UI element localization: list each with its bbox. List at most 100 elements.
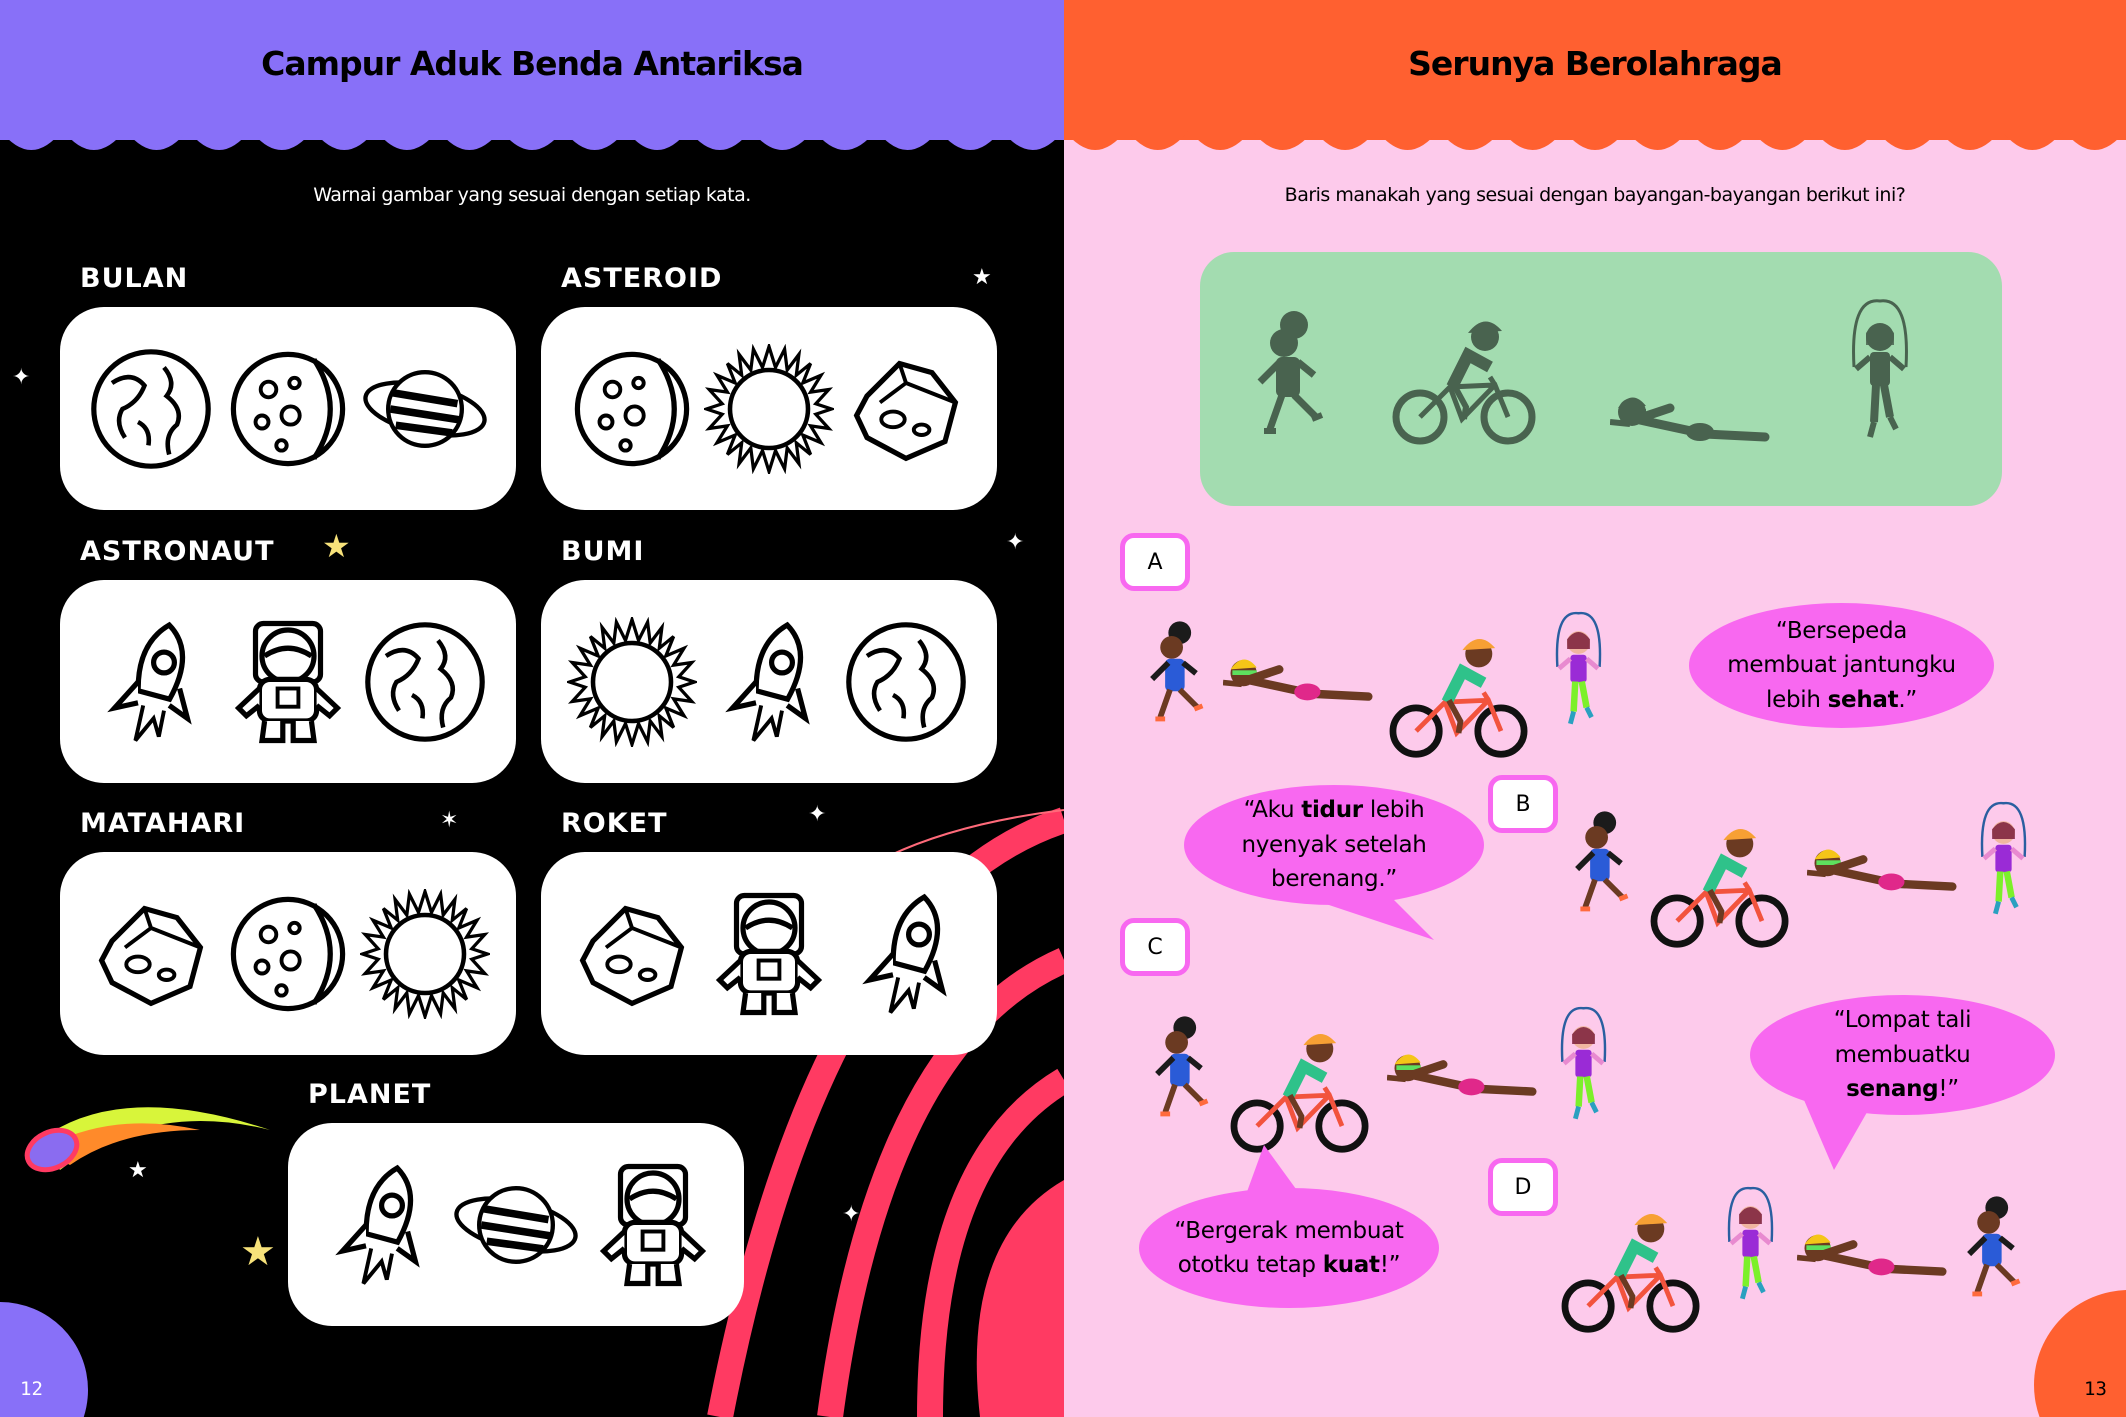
bubble-text: “Aku: [1243, 797, 1302, 824]
bubble-text: “Bergerak membuat ototku tetap: [1174, 1217, 1404, 1279]
word-label-astronaut: ASTRONAUT: [80, 536, 275, 567]
speech-bubble: “Bergerak membuat ototku tetap kuat!”: [1139, 1188, 1439, 1308]
cyclist-figure: [1228, 1020, 1373, 1155]
question-text: Baris manakah yang sesuai dengan bayanga…: [1284, 184, 1906, 206]
astronaut-icon[interactable]: [704, 889, 834, 1019]
picture-card: [541, 307, 997, 510]
astronaut-icon[interactable]: [588, 1160, 718, 1290]
swimmer-figure: [1797, 1220, 1947, 1295]
picture-card: [288, 1123, 744, 1326]
corner-decoration: [2034, 1290, 2126, 1417]
jumper-figure: [1546, 590, 1611, 760]
star-icon: ★: [972, 265, 992, 290]
speech-bubble: “Lompat tali membuatku senang!”: [1750, 995, 2055, 1115]
speech-bubble: “Aku tidur lebih nyenyak setelah berenan…: [1184, 785, 1484, 905]
bubble-text: “Lompat tali membuatku: [1833, 1007, 1972, 1068]
runner-figure: [1149, 985, 1214, 1155]
word-label-planet: PLANET: [308, 1079, 432, 1110]
bubble-text-end: .”: [1898, 686, 1917, 713]
jumper-figure: [1551, 985, 1616, 1155]
comet-icon: [24, 1107, 270, 1173]
page-header: [0, 0, 1064, 140]
word-label-matahari: MATAHARI: [80, 808, 246, 839]
picture-card: [60, 580, 516, 783]
word-label-bulan: BULAN: [80, 263, 189, 294]
cyclist-figure: [1648, 815, 1793, 950]
option-row-b[interactable]: [1569, 780, 2036, 950]
earth-icon[interactable]: [360, 617, 490, 747]
star-icon: ✶: [440, 808, 459, 833]
runner-silhouette: [1250, 292, 1330, 462]
bubble-bold-text: sehat: [1827, 686, 1899, 713]
bubble-text-end: !”: [1938, 1076, 1959, 1103]
moon-icon[interactable]: [223, 344, 353, 474]
svg-text:★: ★: [322, 527, 351, 565]
runner-figure: [1569, 780, 1634, 950]
rocket-icon[interactable]: [704, 617, 834, 747]
asteroid-icon[interactable]: [841, 344, 971, 474]
picture-card: [60, 852, 516, 1055]
page-number: 12: [20, 1378, 43, 1400]
option-row-a[interactable]: [1144, 590, 1611, 760]
planet-icon[interactable]: [360, 344, 490, 474]
picture-card: [541, 852, 997, 1055]
star-icon: ✦: [12, 365, 31, 390]
moon-icon[interactable]: [567, 344, 697, 474]
star-icon: ✦: [842, 1202, 861, 1227]
instruction-text: Warnai gambar yang sesuai dengan setiap …: [313, 184, 751, 206]
jumper-figure: [1971, 780, 2036, 950]
option-c-button[interactable]: C: [1120, 918, 1190, 976]
option-b-button[interactable]: B: [1488, 775, 1558, 833]
option-d-button[interactable]: D: [1488, 1158, 1558, 1216]
page-number: 13: [2084, 1378, 2107, 1400]
asteroid-icon[interactable]: [567, 889, 697, 1019]
jumper-figure: [1718, 1165, 1783, 1335]
word-label-asteroid: ASTEROID: [561, 263, 723, 294]
picture-card: [60, 307, 516, 510]
page-title: Serunya Berolahraga: [1408, 44, 1783, 83]
bubble-text: “Bersepeda membuat jantungku lebih: [1727, 617, 1956, 713]
word-label-bumi: BUMI: [561, 536, 645, 567]
scallop-border: [0, 130, 1064, 150]
swimmer-figure: [1387, 1040, 1537, 1115]
earth-icon[interactable]: [841, 617, 971, 747]
star-icon: ✦: [1006, 530, 1025, 555]
picture-card: [541, 580, 997, 783]
option-row-d[interactable]: [1559, 1165, 2026, 1335]
bubble-text-end: !”: [1379, 1252, 1401, 1278]
cyclist-silhouette: [1390, 292, 1540, 462]
cyclist-figure: [1387, 625, 1532, 760]
earth-icon[interactable]: [86, 344, 216, 474]
runner-figure: [1961, 1165, 2026, 1335]
astronaut-icon[interactable]: [223, 617, 353, 747]
svg-text:★: ★: [240, 1229, 276, 1275]
rocket-icon[interactable]: [314, 1160, 444, 1290]
bubble-bold-text: tidur: [1301, 797, 1363, 824]
swimmer-figure: [1807, 835, 1957, 910]
option-row-c[interactable]: [1149, 985, 1616, 1155]
speech-bubble: “Bersepeda membuat jantungku lebih sehat…: [1689, 603, 1994, 728]
rocket-icon[interactable]: [841, 889, 971, 1019]
left-page: ★ ★ Campur Aduk Benda Antariksa Warnai g…: [0, 0, 1064, 1417]
bubble-bold-text: kuat: [1322, 1252, 1380, 1278]
swimmer-silhouette: [1600, 382, 1780, 462]
option-a-button[interactable]: A: [1120, 533, 1190, 591]
bubble-text-end: lebih nyenyak setelah berenang.”: [1241, 797, 1427, 893]
jumper-silhouette: [1840, 292, 1920, 462]
bubble-bold-text: senang: [1846, 1076, 1939, 1103]
rocket-icon[interactable]: [86, 617, 216, 747]
right-page: Serunya Berolahraga Baris manakah yang s…: [1064, 0, 2126, 1417]
swimmer-figure: [1223, 645, 1373, 720]
page-title: Campur Aduk Benda Antariksa: [261, 44, 804, 83]
sun-icon[interactable]: [704, 344, 834, 474]
shadow-panel: [1200, 252, 2002, 506]
sun-icon[interactable]: [360, 889, 490, 1019]
word-label-roket: ROKET: [561, 808, 668, 839]
sun-icon[interactable]: [567, 617, 697, 747]
moon-icon[interactable]: [223, 889, 353, 1019]
page-header: [1064, 0, 2126, 140]
asteroid-icon[interactable]: [86, 889, 216, 1019]
star-icon: ★: [128, 1158, 148, 1183]
planet-icon[interactable]: [451, 1160, 581, 1290]
star-icon: ✦: [808, 802, 827, 827]
